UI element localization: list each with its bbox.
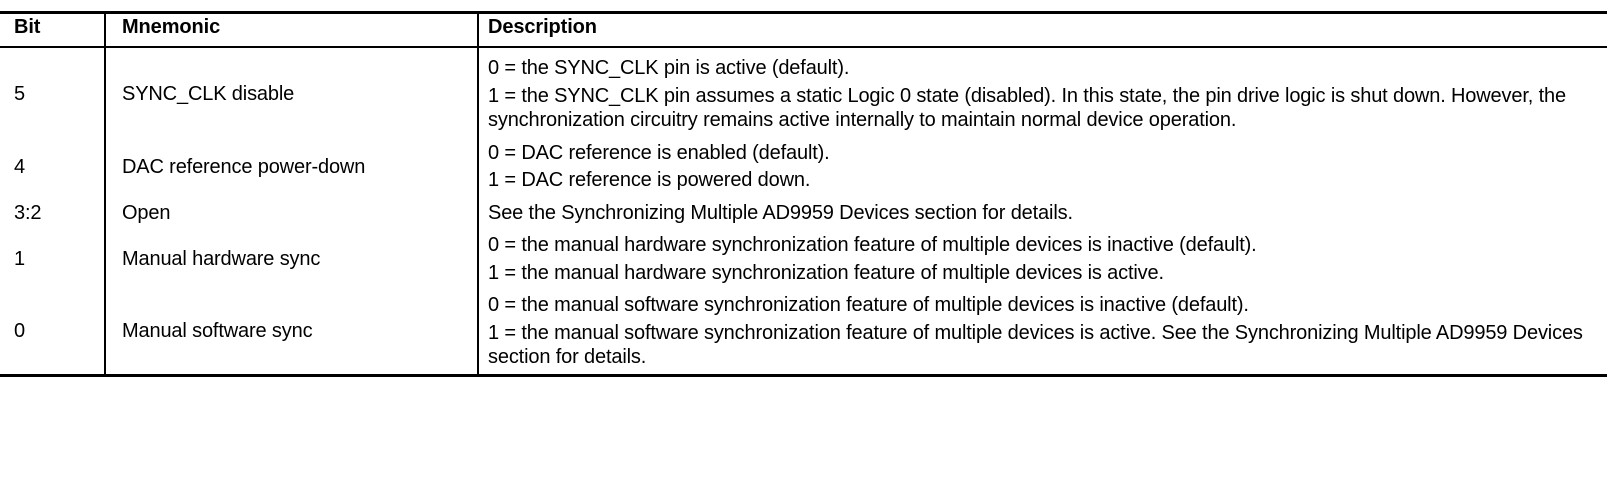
mnemonic-value: Open [122,201,171,224]
table-header: Bit Mnemonic Description [0,12,1607,48]
table-row: 3:2 Open See the Synchronizing Multiple … [0,196,1607,230]
cell-mnemonic: Open [104,196,478,229]
cell-mnemonic: SYNC_CLK disable [104,47,478,137]
mnemonic-value: SYNC_CLK disable [122,83,295,106]
description-paragraph: 1 = DAC reference is powered down. [488,169,811,191]
cell-bit: 3:2 [0,197,105,230]
table-row: 5 SYNC_CLK disable 0 = the SYNC_CLK pin … [0,47,1607,137]
cell-mnemonic: Manual software sync [104,289,478,375]
column-header-mnemonic: Mnemonic [104,12,478,48]
description-block: See the Synchronizing Multiple AD9959 De… [488,197,1597,230]
description-paragraph: 0 = the SYNC_CLK pin is active (default)… [488,57,850,79]
table-row: 0 Manual software sync 0 = the manual so… [0,289,1607,375]
table-container: Bit Mnemonic Description 5 SYNC_CLK disa… [0,11,1607,377]
table-header-row: Bit Mnemonic Description [0,12,1607,48]
cell-bit: 4 [0,137,105,197]
description-paragraph: See the Synchronizing Multiple AD9959 De… [488,201,1073,224]
bit-value: 4 [14,155,25,178]
description-paragraph: 1 = the manual hardware synchronization … [488,261,1164,284]
bit-value: 3:2 [14,201,42,224]
description-block: 0 = DAC reference is enabled (default). … [488,137,1597,197]
table-row: 4 DAC reference power-down 0 = DAC refer… [0,136,1607,197]
description-paragraph: 0 = the manual hardware synchronization … [488,234,1257,256]
column-header-bit: Bit [0,12,105,48]
description-block: 0 = the SYNC_CLK pin is active (default)… [488,52,1597,137]
cell-bit: 5 [0,47,105,137]
column-header-description: Description [477,12,1607,48]
description-paragraph: 1 = the SYNC_CLK pin assumes a static Lo… [488,84,1566,132]
register-bit-description-table: Bit Mnemonic Description 5 SYNC_CLK disa… [0,11,1607,377]
cell-mnemonic: Manual hardware sync [104,229,478,289]
cell-description: 0 = DAC reference is enabled (default). … [477,136,1607,197]
cell-description: 0 = the SYNC_CLK pin is active (default)… [477,47,1607,137]
mnemonic-value: DAC reference power-down [122,155,366,178]
bit-value: 0 [14,320,25,343]
cell-bit: 1 [0,229,105,289]
bit-value: 1 [14,248,25,270]
cell-description: See the Synchronizing Multiple AD9959 De… [477,196,1607,230]
cell-description: 0 = the manual software synchronization … [477,289,1607,375]
description-paragraph: 0 = the manual software synchronization … [488,294,1249,316]
mnemonic-value: Manual software sync [122,320,313,343]
cell-description: 0 = the manual hardware synchronization … [477,229,1607,289]
description-paragraph: 0 = DAC reference is enabled (default). [488,141,830,164]
table-row: 1 Manual hardware sync 0 = the manual ha… [0,229,1607,289]
cell-mnemonic: DAC reference power-down [104,136,478,197]
table-body: 5 SYNC_CLK disable 0 = the SYNC_CLK pin … [0,47,1607,375]
bit-value: 5 [14,83,25,106]
description-block: 0 = the manual hardware synchronization … [488,229,1597,289]
cell-bit: 0 [0,289,105,375]
description-paragraph: 1 = the manual software synchronization … [488,321,1583,369]
description-block: 0 = the manual software synchronization … [488,289,1597,374]
mnemonic-value: Manual hardware sync [122,248,321,270]
